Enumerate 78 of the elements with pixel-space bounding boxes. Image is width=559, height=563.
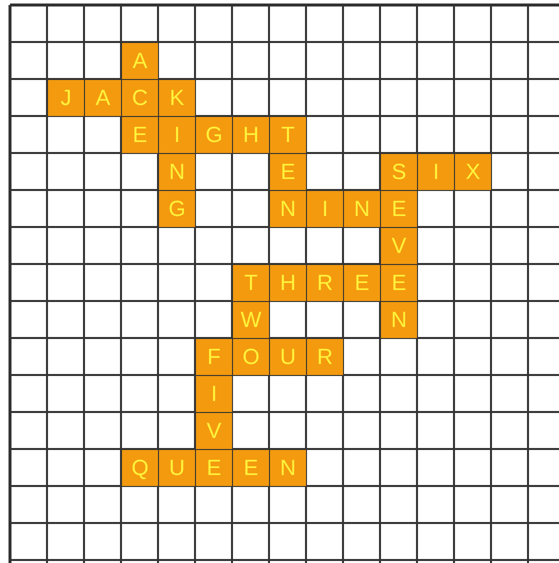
letter: N: [354, 198, 370, 220]
letter-tile: [158, 190, 196, 228]
letter: X: [466, 161, 480, 183]
letter: E: [206, 457, 222, 479]
letter-tile: [417, 153, 455, 191]
letter-tile: [343, 264, 381, 302]
letter-tile: [195, 412, 233, 450]
letter-tile: [158, 449, 196, 487]
letter-tile: [380, 190, 418, 228]
letter: H: [280, 272, 296, 294]
letter-tile: [121, 116, 159, 154]
letter-tile: [232, 338, 270, 376]
letter: I: [174, 124, 180, 146]
letter: I: [432, 161, 440, 183]
letter: I: [322, 198, 328, 220]
letter-tile: [232, 301, 270, 339]
letter-tile: [306, 338, 344, 376]
letter-tile: [343, 190, 381, 228]
letter: I: [210, 383, 218, 405]
letter: N: [280, 198, 296, 220]
letter-tile: [121, 79, 159, 117]
letter-tile: [380, 264, 418, 302]
letter: E: [354, 272, 370, 294]
letter: G: [205, 124, 223, 146]
letter: Q: [131, 457, 149, 479]
letter-tile: [195, 449, 233, 487]
letter-tile: [269, 264, 307, 302]
letter-tile: [232, 116, 270, 154]
letter: A: [132, 50, 148, 72]
letter-tile: [380, 301, 418, 339]
letter-tile: [380, 153, 418, 191]
letter: T: [281, 124, 295, 146]
letter: C: [132, 87, 148, 109]
letter: R: [317, 272, 333, 294]
letter: T: [244, 272, 258, 294]
letter: A: [96, 87, 110, 109]
letter: E: [392, 198, 406, 220]
letter: N: [169, 161, 185, 183]
letter: F: [207, 346, 221, 368]
letter: O: [242, 346, 260, 368]
letter: J: [60, 87, 72, 109]
letter-tile: [269, 190, 307, 228]
letter-tile: [306, 264, 344, 302]
letter-tile: [195, 375, 233, 413]
letter: V: [206, 420, 222, 442]
letter-tile: [158, 153, 196, 191]
letter-tile: [195, 338, 233, 376]
letter-tile: [158, 79, 196, 117]
letter: E: [132, 124, 148, 146]
letter: V: [392, 235, 406, 257]
letter-tile: [158, 116, 196, 154]
letter-tile: [380, 227, 418, 265]
letter-tile: [269, 338, 307, 376]
letter-tile: [195, 116, 233, 154]
letter: R: [317, 346, 333, 368]
letter: E: [244, 457, 258, 479]
letter-tile: [47, 79, 85, 117]
letter: H: [243, 124, 259, 146]
letter-tile: [269, 449, 307, 487]
letter: N: [391, 309, 407, 331]
letter-tile: [269, 153, 307, 191]
letter-tile: [121, 42, 159, 80]
letter-tile: [84, 79, 122, 117]
letter: N: [280, 457, 296, 479]
letter-tile: [232, 264, 270, 302]
letter-tile: [454, 153, 492, 191]
letter-tile: [306, 190, 344, 228]
letter-tile: [269, 116, 307, 154]
letter: S: [392, 161, 406, 183]
letter: U: [280, 346, 296, 368]
letter-tile: [121, 449, 159, 487]
letter: G: [168, 198, 186, 220]
letter: W: [240, 309, 262, 331]
letter: E: [280, 161, 296, 183]
letter: K: [170, 87, 184, 109]
letter: E: [392, 272, 406, 294]
letter: U: [169, 457, 185, 479]
letter-tile: [232, 449, 270, 487]
